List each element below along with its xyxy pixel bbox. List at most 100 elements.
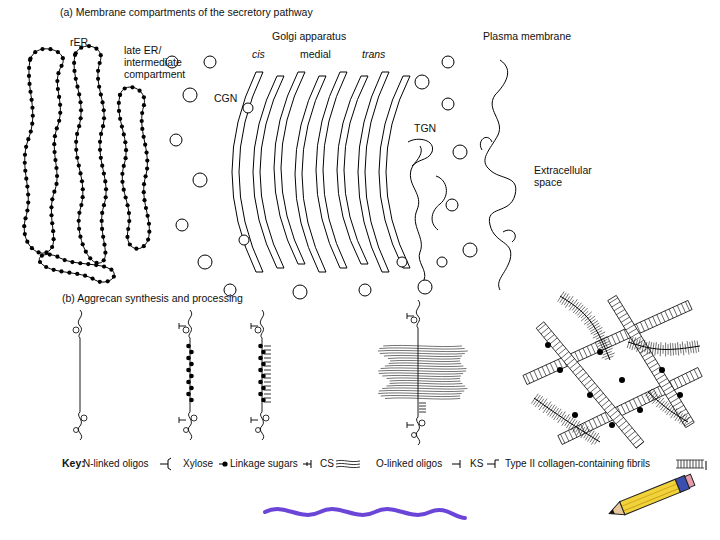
transport-vesicles (442, 98, 454, 110)
aggrecan-stages (264, 346, 271, 402)
rough-er (140, 111, 144, 115)
rough-er (100, 219, 104, 223)
rough-er (72, 61, 76, 65)
aggrecan-stages (186, 392, 191, 397)
rough-er (120, 172, 124, 176)
aggrecan-stages (183, 327, 189, 333)
rough-er (102, 203, 106, 207)
rough-er (59, 269, 63, 273)
aggrecan-stages (531, 394, 599, 445)
aggrecan-stages (534, 398, 600, 442)
rough-er (23, 153, 27, 157)
rough-er (52, 268, 56, 272)
legend-sample (160, 458, 171, 470)
rough-er (27, 66, 31, 70)
rough-er (53, 158, 57, 162)
rough-er (99, 132, 103, 136)
aggrecan-stages (637, 407, 643, 413)
aggrecan-stages (189, 362, 194, 367)
rough-er (81, 187, 85, 191)
aggrecan-stages (184, 428, 189, 433)
rough-er (98, 148, 102, 152)
rough-er (30, 122, 34, 126)
transport-vesicles (293, 285, 307, 299)
slide-decoration (265, 509, 465, 518)
rough-er (103, 251, 107, 255)
rough-er (100, 227, 104, 231)
rough-er (48, 47, 52, 51)
legend-sample (487, 460, 499, 468)
rough-er (118, 117, 122, 121)
rough-er (58, 103, 62, 107)
aggrecan-stages (258, 356, 263, 361)
rough-er (142, 198, 146, 202)
legend-text: CS (320, 458, 334, 470)
trans-golgi-network (397, 257, 407, 267)
aggrecan-stages (572, 412, 578, 418)
rough-er (56, 50, 60, 54)
aggrecan-stages (258, 392, 263, 397)
rough-er (144, 150, 148, 154)
slide-decoration (685, 474, 695, 487)
aggrecan-stages (189, 386, 194, 391)
aggrecan-stages (619, 377, 625, 383)
legend-sample (452, 460, 460, 468)
rough-er (54, 166, 58, 170)
legend-text: Type II collagen-containing fibrils (505, 458, 650, 470)
rough-er (146, 238, 150, 242)
rough-er (52, 142, 56, 146)
rough-er (50, 221, 54, 225)
rough-er (77, 124, 81, 128)
rough-er (30, 246, 34, 250)
rough-er (118, 93, 122, 97)
aggrecan-stages (258, 344, 263, 349)
transport-vesicles (446, 199, 458, 211)
rough-er (101, 235, 105, 239)
rough-er (90, 276, 94, 280)
rough-er (28, 90, 32, 94)
legend-sample (222, 461, 227, 466)
rough-er (143, 143, 147, 147)
rough-er (77, 92, 81, 96)
rough-er (40, 47, 44, 51)
rough-er (96, 77, 100, 81)
rough-er (99, 92, 103, 96)
rough-er (140, 127, 144, 131)
rough-er (31, 114, 35, 118)
rough-er (74, 148, 78, 152)
aggrecan-stages (419, 420, 425, 426)
aggrecan-stages (189, 398, 194, 403)
rough-er (134, 247, 138, 251)
rough-er (75, 272, 79, 276)
legend-text: N-linked oligos (83, 458, 149, 470)
aggrecan-stages (536, 322, 644, 448)
aggrecan-stages (587, 392, 593, 398)
rough-er (24, 145, 28, 149)
rough-er (75, 132, 79, 136)
aggrecan-stages (648, 392, 688, 422)
rough-er (27, 82, 31, 86)
cisterna-label: trans (362, 48, 385, 60)
rough-er (77, 219, 81, 223)
rough-er (74, 51, 78, 55)
rough-er (27, 74, 31, 78)
rough-er (30, 106, 34, 110)
rough-er (104, 195, 108, 199)
rough-er (37, 250, 41, 254)
rough-er (142, 135, 146, 139)
rough-er (102, 116, 106, 120)
rough-er (52, 150, 56, 154)
rough-er (26, 192, 30, 196)
rough-er (120, 180, 124, 184)
rough-er (124, 148, 128, 152)
rough-er (99, 53, 103, 57)
rough-er (142, 182, 146, 186)
aggrecan-stages (191, 415, 197, 421)
rough-er (109, 268, 113, 272)
rough-er (57, 95, 61, 99)
rough-er (123, 86, 127, 90)
golgi-stack (243, 103, 253, 113)
rough-er (127, 219, 131, 223)
transport-vesicles (453, 145, 467, 159)
legend-sample (452, 460, 460, 468)
